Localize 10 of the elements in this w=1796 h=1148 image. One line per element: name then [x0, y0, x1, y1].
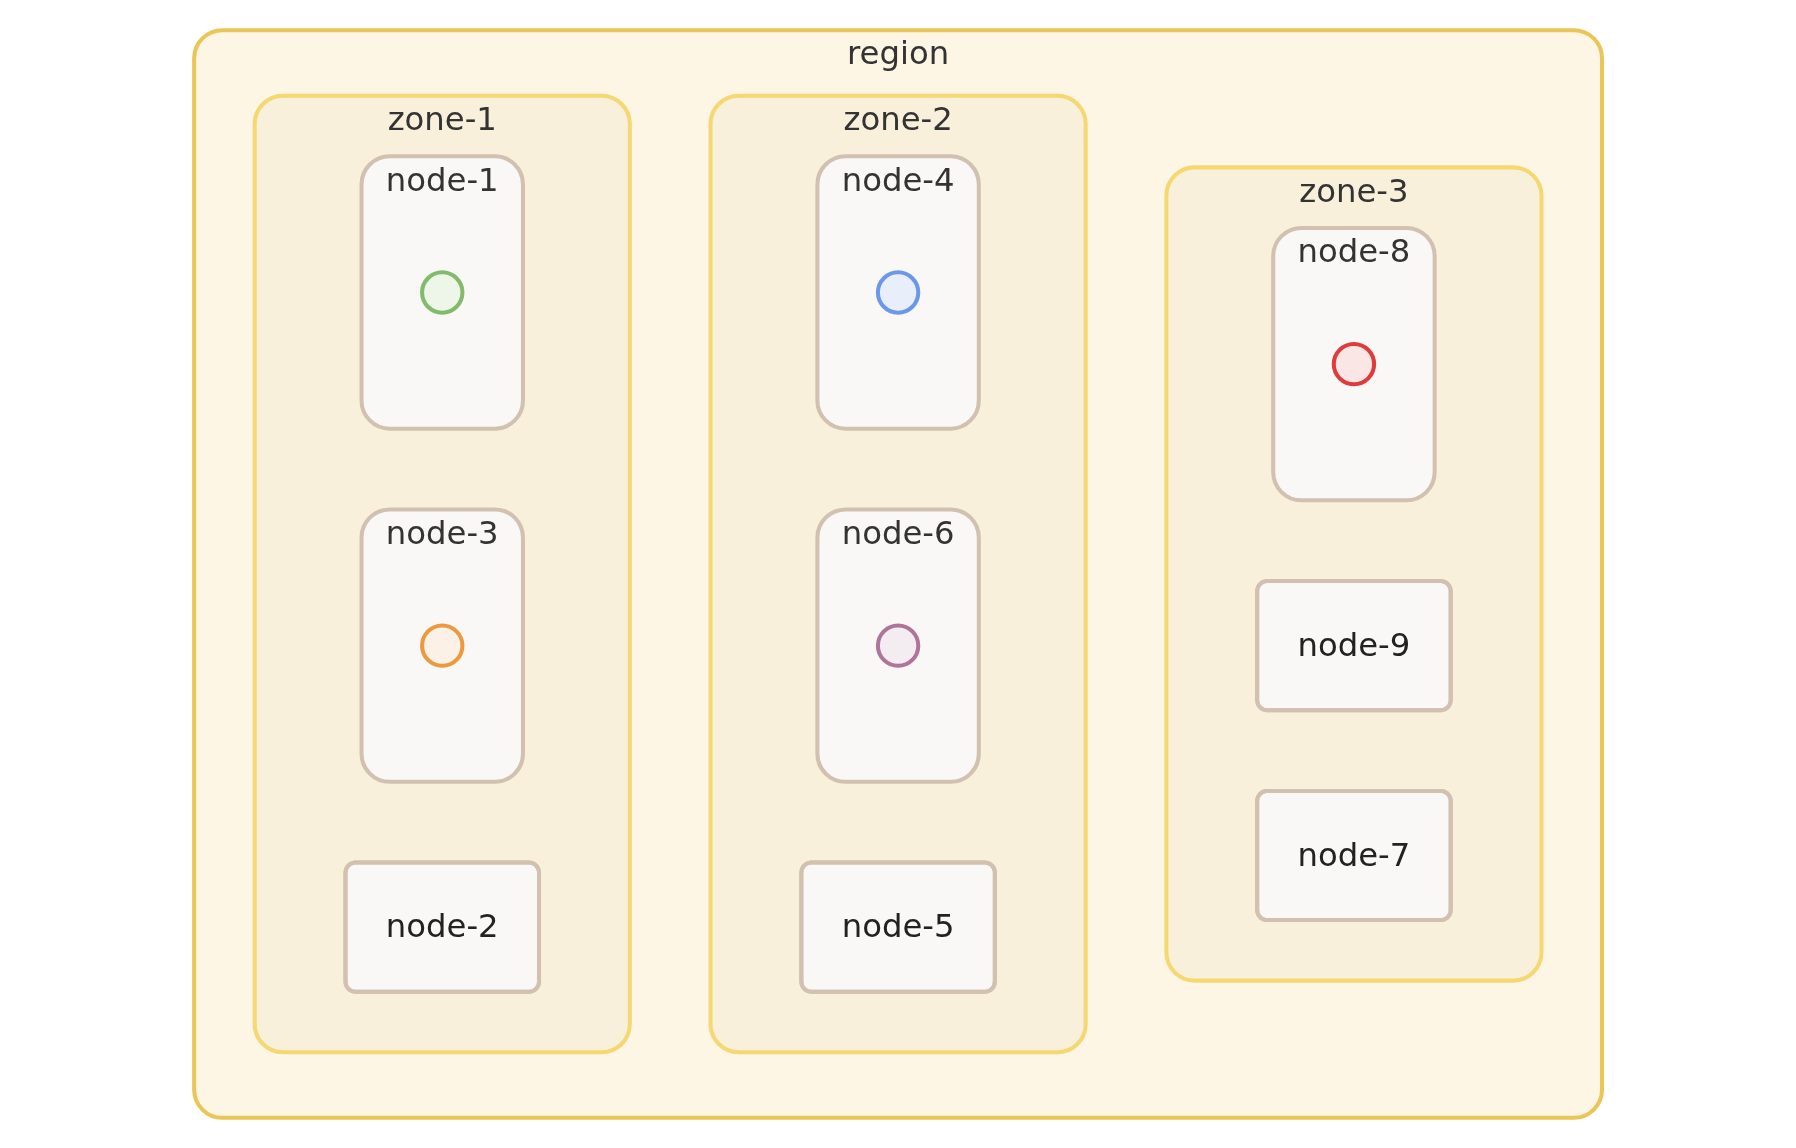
cluster: node-6 — [815, 507, 981, 784]
node-circle — [875, 270, 921, 315]
cluster: node-8 — [1271, 225, 1437, 503]
node-circle — [419, 270, 465, 315]
node-circle — [1331, 341, 1377, 387]
cluster: node-1 — [359, 154, 525, 431]
node-circle — [419, 623, 465, 668]
cluster: node-3 — [359, 507, 525, 784]
cluster: node-4 — [815, 154, 981, 431]
node-circle — [875, 623, 921, 668]
